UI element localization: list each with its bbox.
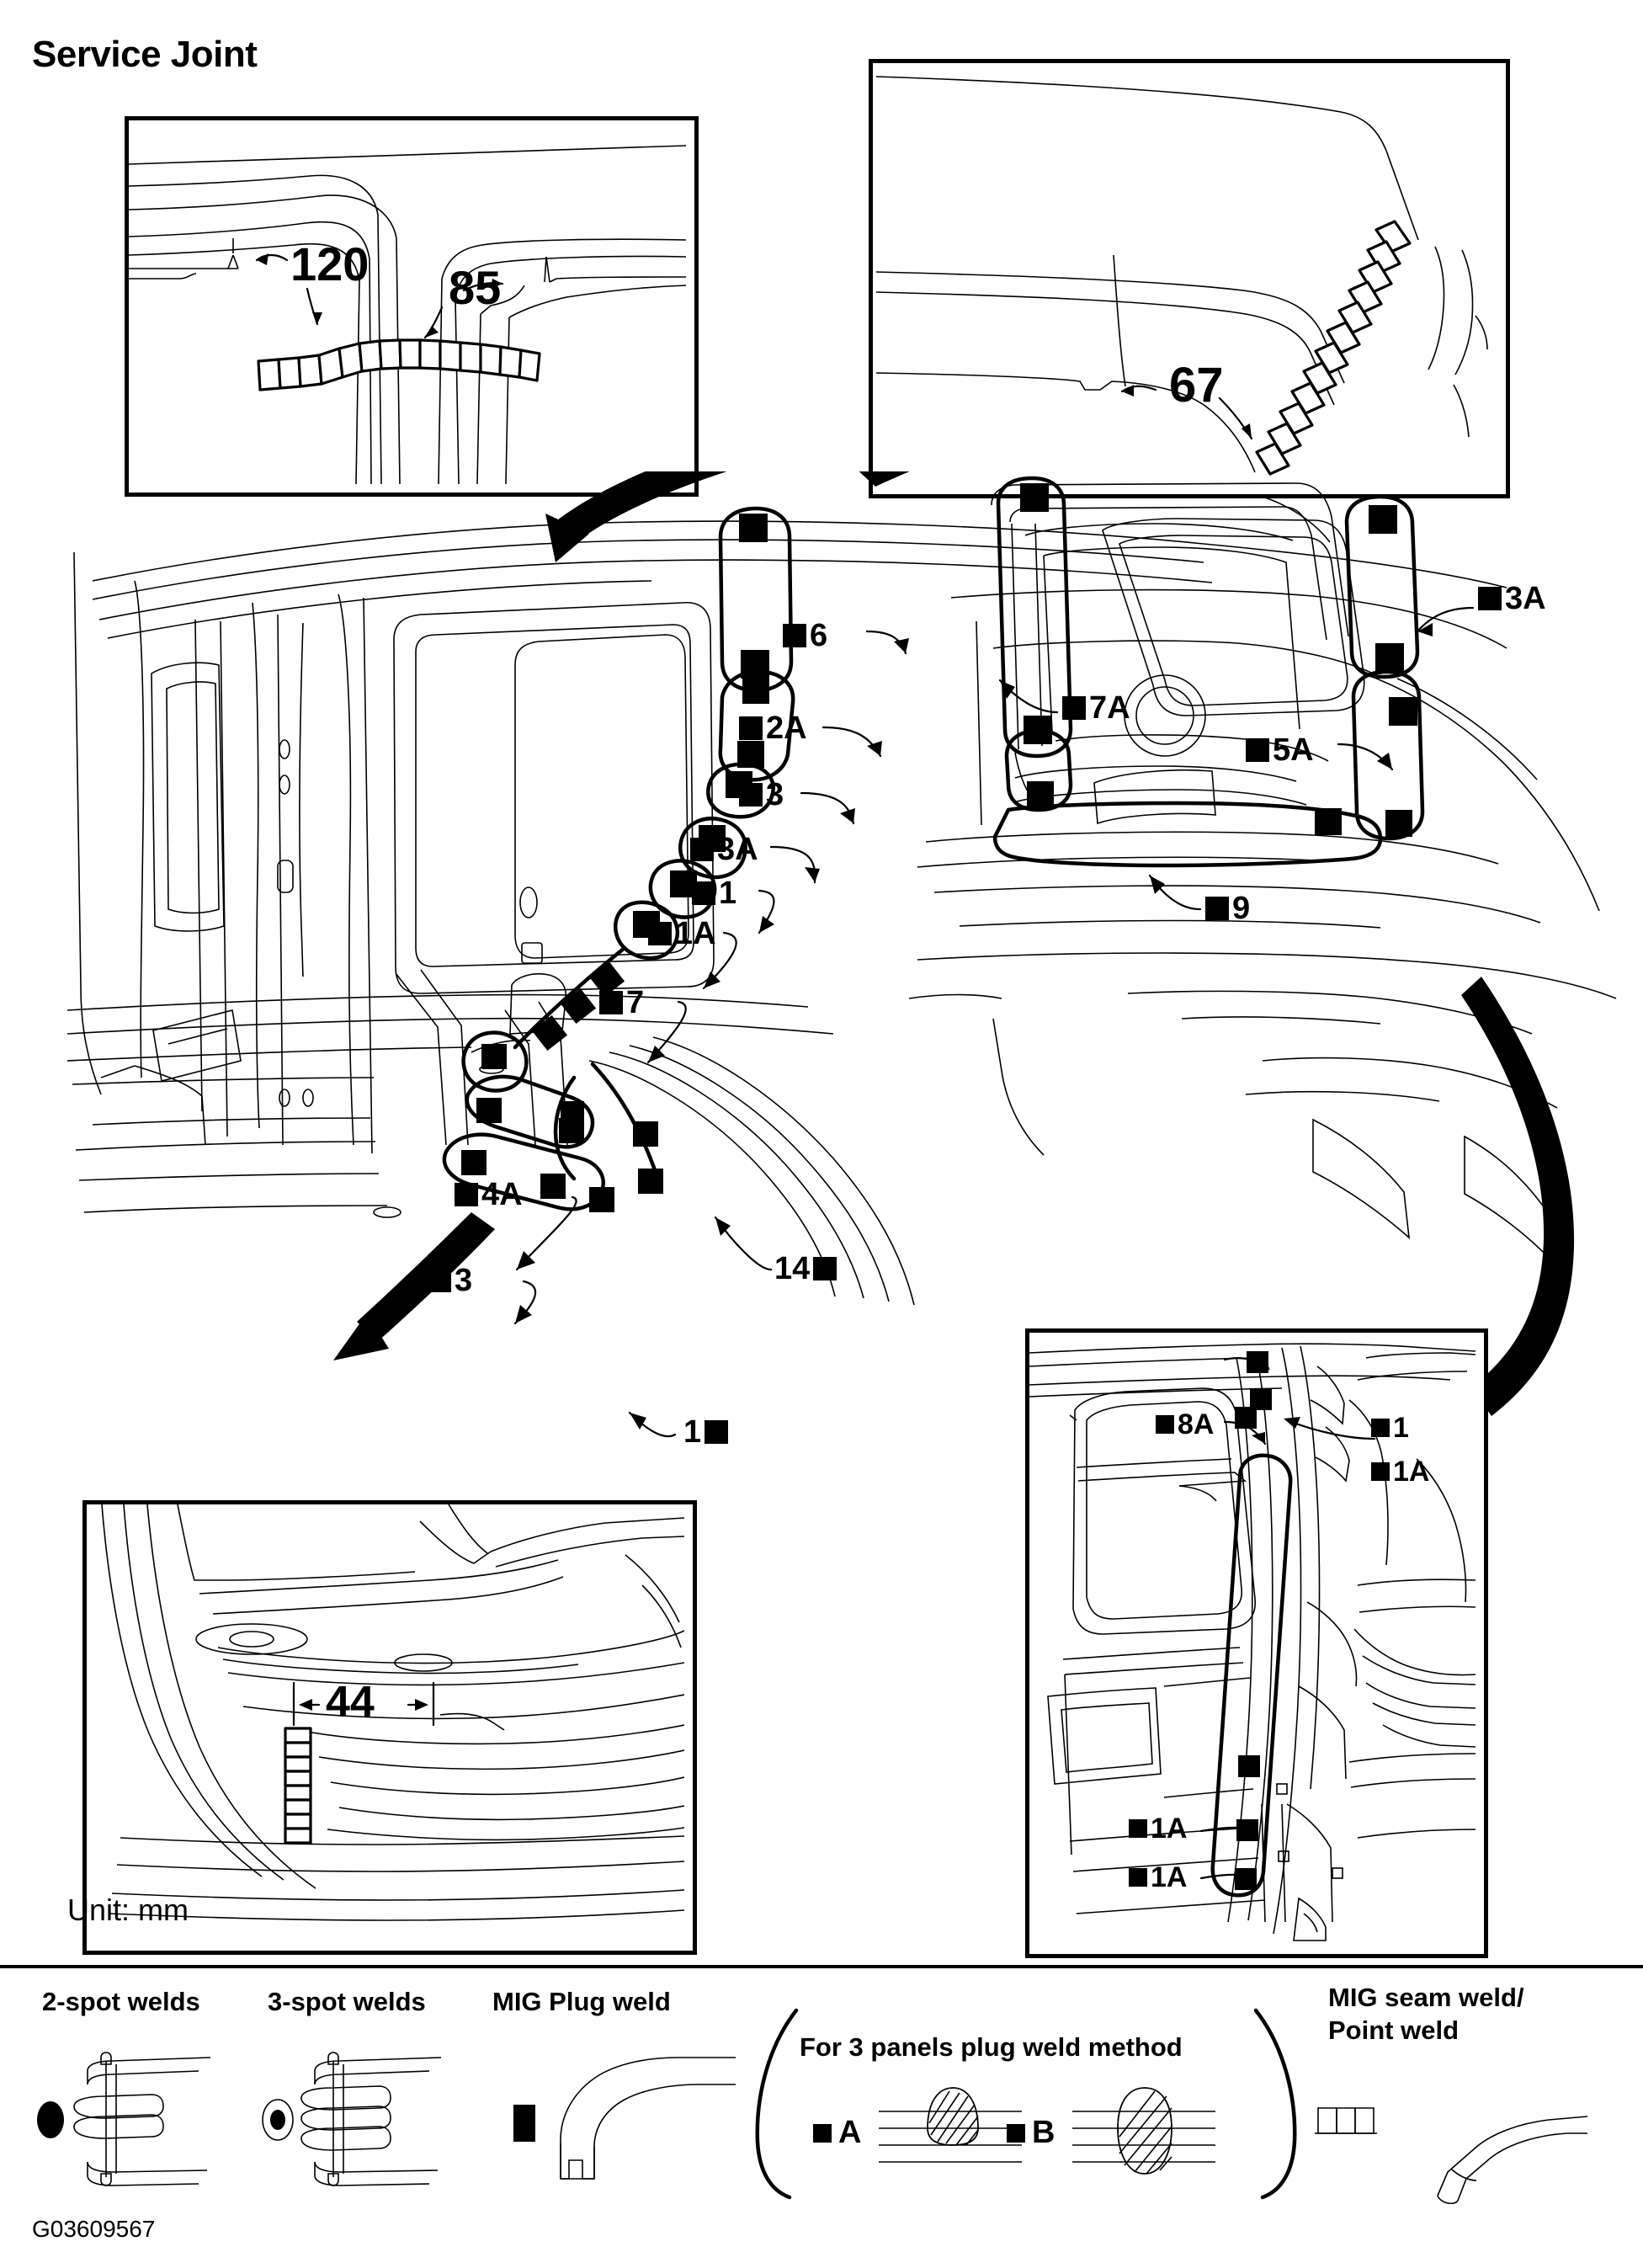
bracket-left-paren — [755, 2008, 799, 2200]
weld-marker-square — [1129, 1868, 1147, 1887]
callout-1a-left: 1A — [648, 918, 716, 950]
weld-track-center-pillar — [1210, 1351, 1293, 1898]
callout-7a: 7A — [1062, 692, 1130, 724]
weld-marker-square — [690, 838, 714, 861]
inset-callout-1a-bottom: 1A — [1129, 1863, 1187, 1892]
three-panel-method-a-icon — [879, 2087, 1022, 2163]
weld-marker-square — [705, 1420, 729, 1444]
weld-symbol-legend: 2-spot welds 3-spot welds MIG Plug weld … — [0, 1977, 1643, 2229]
callout-5a: 5A — [1246, 734, 1314, 766]
callout-3a-right: 3A — [1478, 583, 1546, 615]
inset-panel-rear-pillar-joint: 67 — [869, 59, 1510, 498]
weld-marker-square — [739, 783, 763, 807]
rear-pillar-joint-drawing: 67 — [875, 76, 1488, 476]
weld-marker-square — [813, 1257, 837, 1280]
inset-callout-1a-mid: 1A — [1129, 1814, 1187, 1843]
legend-label-mig-seam-weld: MIG seam weld/ Point weld — [1328, 1983, 1524, 2045]
weld-marker-square — [813, 2123, 832, 2143]
callout-3-upper: 3 — [739, 779, 784, 811]
inset-callout-1: 1 — [1371, 1414, 1409, 1442]
legend-label-3-panel-method: For 3 panels plug weld method — [800, 2032, 1183, 2062]
floor-sill-joint-drawing: 44 — [101, 1504, 684, 1921]
weld-marker-square — [455, 1183, 478, 1206]
inset-panel-floor-sill-joint: 44 — [82, 1500, 697, 1955]
mig-seam-point-weld-icon — [1315, 2107, 1587, 2204]
callout-arrow-topright — [859, 471, 910, 487]
weld-marker-square — [739, 716, 763, 740]
weld-marker-square — [1129, 1819, 1147, 1838]
weld-marker-square — [1371, 1462, 1390, 1481]
bracket-right-paren — [1253, 2008, 1297, 2200]
callout-3-lower: 3 — [428, 1264, 472, 1296]
weld-seam-segments — [1255, 220, 1412, 476]
legend-label-mig-plug-weld: MIG Plug weld — [492, 1987, 671, 2016]
inset-panel-roof-rail-joint: 120 85 — [125, 116, 699, 497]
weld-seam-column — [284, 1727, 312, 1845]
weld-marker-square — [428, 1269, 451, 1292]
reference-code: G03609567 — [32, 2216, 156, 2242]
three-spot-weld-icon — [262, 2052, 442, 2186]
weld-track-rear-hatch — [992, 476, 1425, 868]
mig-plug-weld-icon — [513, 2057, 736, 2180]
callout-4a: 4A — [455, 1179, 523, 1211]
weld-marker-square — [1007, 2123, 1025, 2143]
weld-marker-square — [783, 624, 806, 647]
two-spot-weld-icon — [37, 2052, 211, 2186]
three-panel-method-b-icon — [1072, 2087, 1215, 2175]
inset-panel-center-pillar-joint: 8A 1 1A 1A 1A — [1025, 1328, 1488, 1958]
weld-marker-square — [1478, 587, 1502, 610]
weld-marker-square — [1062, 696, 1086, 720]
legend-label-2-spot-welds: 2-spot welds — [42, 1987, 200, 2016]
callout-1-left: 1 — [692, 877, 736, 909]
weld-seam-segments — [257, 338, 541, 391]
weld-marker-square — [1246, 738, 1269, 762]
weld-marker-square — [1371, 1419, 1390, 1437]
callout-9: 9 — [1205, 892, 1250, 924]
weld-marker-square — [1205, 897, 1229, 920]
inset-callout-1a-top: 1A — [1371, 1457, 1429, 1486]
callout-arrow-bottomright — [1461, 977, 1575, 1416]
callout-1-lower: 1 — [683, 1416, 729, 1448]
callout-3a-left: 3A — [690, 833, 758, 865]
dimension-67: 67 — [1169, 358, 1224, 413]
legend-panel-a-label: A — [813, 2115, 861, 2151]
weld-marker-square — [692, 881, 715, 905]
weld-marker-square — [599, 991, 623, 1014]
callout-arrow-topleft — [557, 471, 727, 539]
center-pillar-joint-drawing — [1029, 1343, 1476, 1941]
callout-2a: 2A — [739, 712, 807, 744]
legend-divider — [0, 1965, 1643, 1968]
unit-note: Unit: mm — [67, 1893, 189, 1927]
callout-6: 6 — [783, 620, 827, 652]
callout-7: 7 — [599, 987, 644, 1019]
legend-label-3-spot-welds: 3-spot welds — [268, 1987, 426, 2016]
dimension-44: 44 — [326, 1678, 375, 1727]
weld-marker-square — [648, 922, 672, 945]
roof-rail-joint-drawing: 120 85 — [129, 145, 686, 484]
dimension-120: 120 — [290, 237, 369, 290]
legend-panel-b-label: B — [1007, 2115, 1055, 2151]
weld-marker-square — [1156, 1415, 1174, 1434]
inset-callout-8a: 8A — [1156, 1410, 1214, 1439]
callout-14: 14 — [774, 1253, 837, 1285]
callout-arrow-bottomleft — [357, 1212, 495, 1342]
page-title: Service Joint — [32, 34, 258, 75]
